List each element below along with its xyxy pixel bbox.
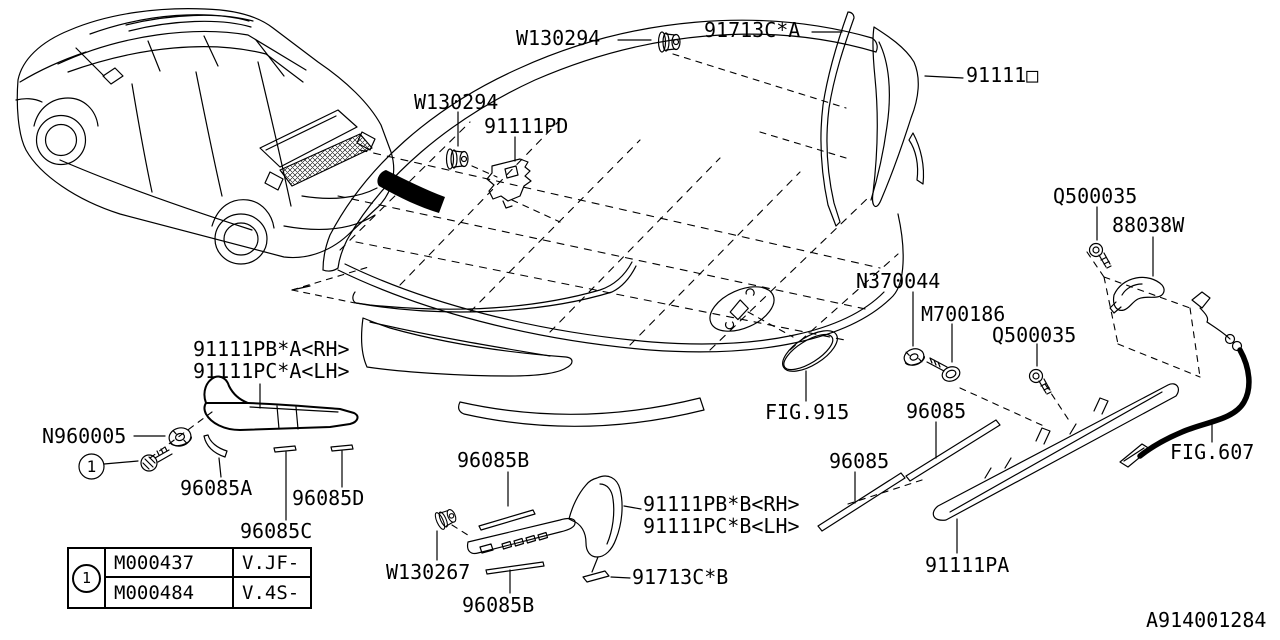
part-label-96085-upper: 96085 — [906, 399, 967, 423]
part-label-91111pc-b: 91111PC*B<LH> — [643, 514, 800, 538]
nut-n960005 — [168, 427, 193, 447]
part-label-w130294-mid: W130294 — [414, 90, 499, 114]
screw-q500035-mid — [1028, 368, 1052, 395]
part-label-91111pc-a: 91111PC*A<LH> — [193, 359, 350, 383]
leader-lines — [103, 31, 1213, 594]
part-label-q500035-top: Q500035 — [1053, 184, 1138, 208]
nut-n370044 — [903, 348, 926, 366]
part-label-88038w: 88038W — [1112, 213, 1185, 237]
part-label-91111pb-b: 91111PB*B<RH> — [643, 492, 800, 516]
harness-fig607 — [1137, 291, 1252, 459]
side-garnish-b — [466, 475, 623, 583]
garnish-b-end-cap — [568, 475, 623, 558]
strip-96085-lower — [817, 472, 906, 532]
strip-96085d — [330, 444, 354, 452]
legend-callout-circle: 1 — [72, 563, 101, 593]
protector-strip-91713c-a — [820, 11, 855, 227]
bolt-callout-1 — [140, 446, 173, 472]
trunk-garnish-panel — [291, 11, 925, 427]
part-label-91713c-a: 91713C*A — [704, 18, 801, 42]
part-label-96085b-top: 96085B — [457, 448, 530, 472]
part-label-91111: 91111□ — [966, 63, 1039, 87]
part-label-w130294-top: W130294 — [516, 26, 601, 50]
trim-91111pa — [932, 383, 1180, 521]
strip-96085-upper — [905, 419, 1001, 482]
panel-right-fin — [871, 26, 919, 208]
figure-ref-915: FIG.915 — [765, 400, 850, 424]
part-label-91111pa: 91111PA — [925, 553, 1010, 577]
legend-applicability-row1: V.JF- — [234, 549, 310, 578]
part-label-m700186: M700186 — [921, 302, 1006, 326]
roof-line — [89, 14, 250, 35]
side-mirror — [102, 67, 124, 85]
part-label-q500035-mid: Q500035 — [992, 323, 1077, 347]
callout-1-number: 1 — [86, 457, 97, 476]
part-label-96085b-bottom: 96085B — [462, 593, 535, 617]
part-label-91713c-b: 91713C*B — [632, 565, 729, 589]
clip-w130294-mid — [445, 148, 469, 170]
vehicle-illustration — [15, 8, 445, 265]
trim-end-bracket — [1119, 443, 1151, 468]
strip-96085c — [273, 445, 297, 453]
part-label-96085c: 96085C — [240, 519, 313, 543]
highlighted-garnish-area — [279, 133, 373, 187]
rear-wheel — [214, 213, 268, 265]
clip-w130294-top — [657, 31, 681, 53]
screw-q500035-top — [1088, 242, 1112, 269]
legend-callout-cell: 1 — [69, 549, 106, 607]
part-label-96085a: 96085A — [180, 476, 253, 500]
taillights — [264, 131, 376, 191]
part-label-w130267: W130267 — [386, 560, 471, 584]
pointer-arrow — [377, 170, 445, 213]
bracket-88038w — [1109, 276, 1165, 314]
legend-callout-number: 1 — [81, 569, 92, 587]
strip-96085b-bottom — [485, 561, 545, 575]
bolt-m700186 — [926, 357, 961, 382]
roof-rails — [125, 14, 254, 32]
assembly-dashed-lines — [149, 53, 1201, 538]
strip-96085b-top — [478, 509, 536, 531]
diagram-code: A914001284 — [1146, 608, 1267, 632]
legend-part-no-row1: M000437 — [106, 549, 234, 578]
part-label-n370044: N370044 — [856, 269, 941, 293]
part-label-91111pd: 91111PD — [484, 114, 569, 138]
callout-1-circle — [78, 453, 105, 480]
legend-part-no-row2: M000484 — [106, 578, 234, 607]
strip-96085a — [203, 434, 228, 458]
ornament-oval — [782, 330, 838, 372]
legend-table: 1 M000437 V.JF- M000484 V.4S- — [67, 547, 312, 609]
side-garnish-a — [203, 375, 359, 431]
rear-glass — [259, 109, 358, 168]
figure-ref-607: FIG.607 — [1170, 440, 1255, 464]
surface-mesh-dashed — [337, 119, 899, 351]
part-label-96085-lower: 96085 — [829, 449, 890, 473]
bracket-91111pd — [486, 158, 532, 209]
front-wheel — [35, 114, 87, 166]
legend-applicability-row2: V.4S- — [242, 581, 300, 604]
emblem-plate — [709, 286, 775, 332]
part-label-91111pb-a: 91111PB*A<RH> — [193, 337, 350, 361]
clip-w130267 — [434, 508, 457, 530]
protector-91713c-b — [582, 556, 610, 583]
part-label-96085d: 96085D — [292, 486, 365, 510]
part-label-n960005: N960005 — [42, 424, 127, 448]
